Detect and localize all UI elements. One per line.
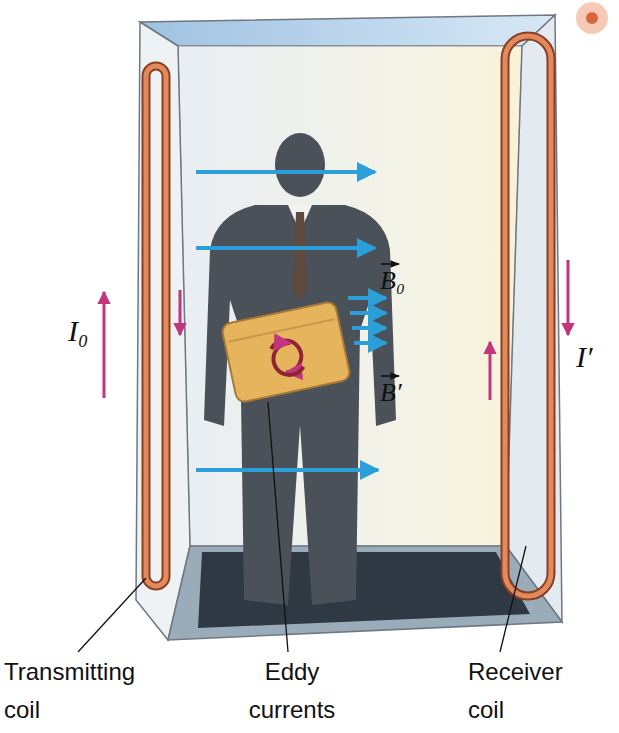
induced-field-arrow [350, 311, 386, 315]
booth-left-wall [136, 22, 190, 640]
induced-field-arrow [348, 296, 386, 300]
receiver-coil-outline [505, 36, 551, 596]
label-text: Receiver coil [468, 658, 563, 723]
indicator-light [586, 12, 598, 24]
field-arrow [196, 468, 378, 472]
transmitting-coil-outline [146, 66, 166, 586]
current-arrow [179, 290, 182, 335]
briefcase [221, 301, 351, 403]
indicator-light-glow [576, 2, 608, 34]
eddy-current-loop [270, 341, 304, 378]
leader-line [268, 402, 288, 652]
vector-overarrow [381, 263, 399, 265]
person-body [204, 205, 396, 605]
person [204, 133, 396, 605]
leader-line [500, 546, 526, 652]
field-arrows [196, 172, 378, 470]
booth-ceiling [140, 15, 555, 46]
induced-field-arrows [348, 298, 386, 343]
field-arrow [196, 246, 375, 250]
current-arrow [103, 292, 106, 398]
current-arrow [567, 260, 570, 335]
leader-lines [78, 402, 526, 652]
label-text: B₀ [380, 266, 405, 295]
vector-overarrow [381, 375, 399, 377]
booth [136, 2, 608, 640]
field-arrow [196, 170, 375, 174]
current-arrow [489, 342, 492, 400]
necktie [293, 212, 307, 300]
booth-right-wall [506, 15, 562, 622]
label-text: Eddy currents [249, 658, 336, 723]
field-label: B′ [380, 379, 402, 408]
part-label: Eddy currents [232, 653, 352, 729]
induced-field-arrow [354, 341, 386, 345]
current-arrows [104, 260, 568, 400]
label-text: I′ [576, 340, 593, 373]
field-label: B₀ [380, 267, 405, 296]
part-label: Receiver coil [468, 653, 588, 729]
briefcase-seam [229, 319, 335, 341]
current-label: I′ [576, 340, 593, 373]
label-text: Transmitting coil [4, 658, 135, 723]
receiver-coil [505, 36, 551, 596]
person-head [275, 133, 325, 197]
part-label: Transmitting coil [4, 653, 154, 729]
label-text: B′ [380, 378, 402, 407]
briefcase-body [221, 301, 351, 403]
leader-line [78, 578, 146, 652]
induced-field-arrow [352, 326, 386, 330]
label-text: I₀ [68, 314, 88, 347]
current-label: I₀ [68, 314, 88, 347]
transmitting-coil [146, 66, 166, 586]
